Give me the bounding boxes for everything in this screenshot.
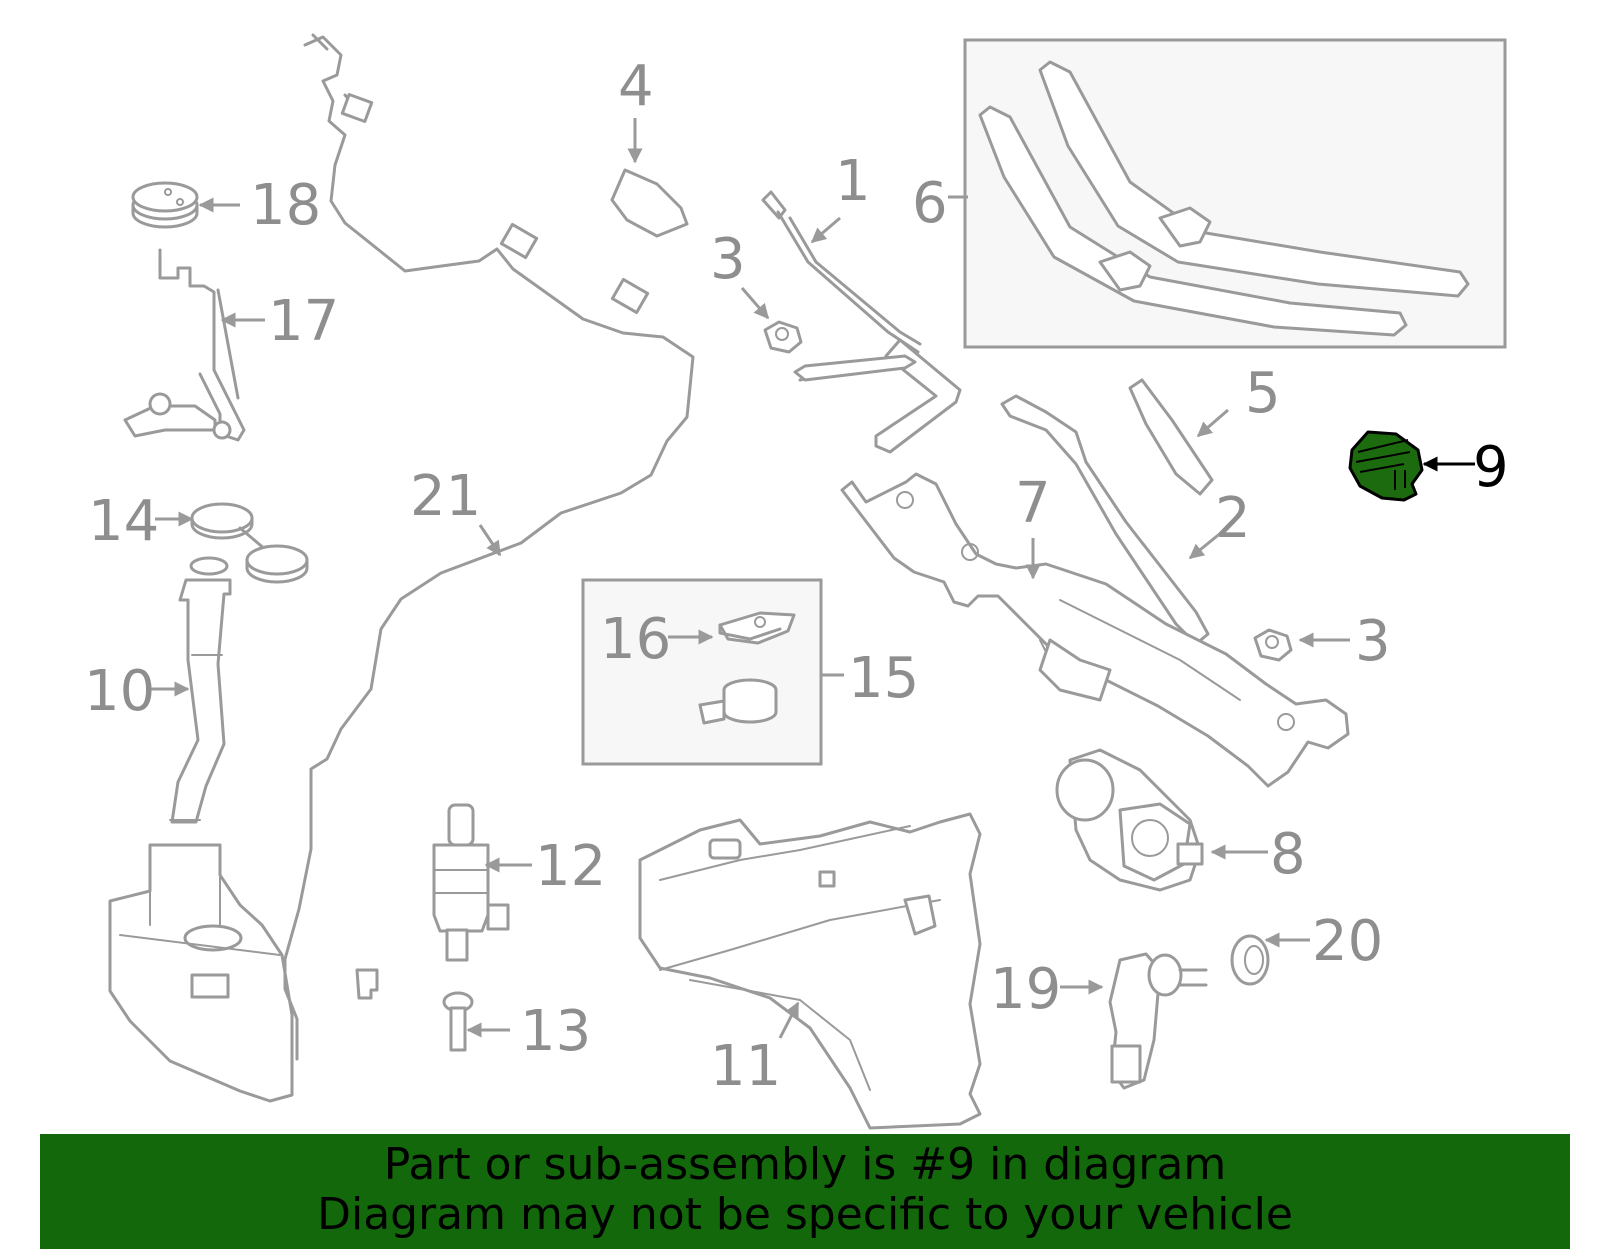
part-20-grommet <box>1230 934 1270 986</box>
part-21-hose <box>283 33 695 1061</box>
callout-16: 16 <box>600 607 671 672</box>
part-18-cap <box>131 181 199 229</box>
callout-5: 5 <box>1245 361 1281 426</box>
part-4-cover <box>610 168 689 238</box>
info-banner: Part or sub-assembly is #9 in diagram Di… <box>40 1134 1570 1249</box>
part-13-bolt <box>442 991 474 1052</box>
callout-18: 18 <box>250 173 321 238</box>
callout-7: 7 <box>1015 471 1051 536</box>
callout-9: 9 <box>1473 435 1509 500</box>
part-16-cap <box>718 611 796 645</box>
part-15-valve <box>698 678 778 725</box>
callout-15: 15 <box>848 646 919 711</box>
callout-12: 12 <box>535 834 606 899</box>
callout-labels: 1 2 3 3 4 5 6 7 8 9 10 11 12 13 14 15 16… <box>84 54 1509 1099</box>
callout-8: 8 <box>1270 822 1306 887</box>
callout-2: 2 <box>1215 486 1251 551</box>
part-3-nut-upper <box>763 320 803 354</box>
banner-line-1: Part or sub-assembly is #9 in diagram <box>383 1139 1227 1190</box>
callout-17: 17 <box>268 289 339 354</box>
callout-10: 10 <box>84 659 155 724</box>
part-5-cover-strip <box>1128 378 1214 496</box>
part-2-wiper-arm <box>1000 394 1210 646</box>
callout-3-lower: 3 <box>1355 609 1391 674</box>
part-7-linkage <box>840 472 1350 788</box>
part-9-highlighted <box>1348 430 1424 502</box>
callout-1: 1 <box>835 149 871 214</box>
banner-line-2: Diagram may not be specific to your vehi… <box>317 1189 1293 1240</box>
kit-15-box <box>581 578 823 766</box>
part-14-cap <box>190 502 309 584</box>
callout-11: 11 <box>710 1034 781 1099</box>
part-10-filler-neck <box>169 556 232 824</box>
callout-20: 20 <box>1312 909 1383 974</box>
callout-6: 6 <box>912 171 948 236</box>
part-17-bracket <box>123 248 246 442</box>
part-3-nut-lower <box>1253 628 1293 662</box>
part-1-wiper-arm <box>761 190 962 454</box>
part-12-pump <box>432 803 510 962</box>
reservoir-lower <box>108 843 294 1103</box>
leader-lines <box>148 118 1475 1039</box>
callout-14: 14 <box>88 489 159 554</box>
part-19-sensor <box>1108 952 1208 1090</box>
callout-21: 21 <box>410 464 481 529</box>
callout-4: 4 <box>618 54 654 119</box>
callout-3-upper: 3 <box>710 227 746 292</box>
part-8-wiper-motor <box>1055 748 1204 892</box>
part-6-wiper-blades <box>978 60 1470 337</box>
part-11-reservoir <box>638 812 982 1130</box>
callout-19: 19 <box>990 957 1061 1022</box>
callout-13: 13 <box>520 999 591 1064</box>
